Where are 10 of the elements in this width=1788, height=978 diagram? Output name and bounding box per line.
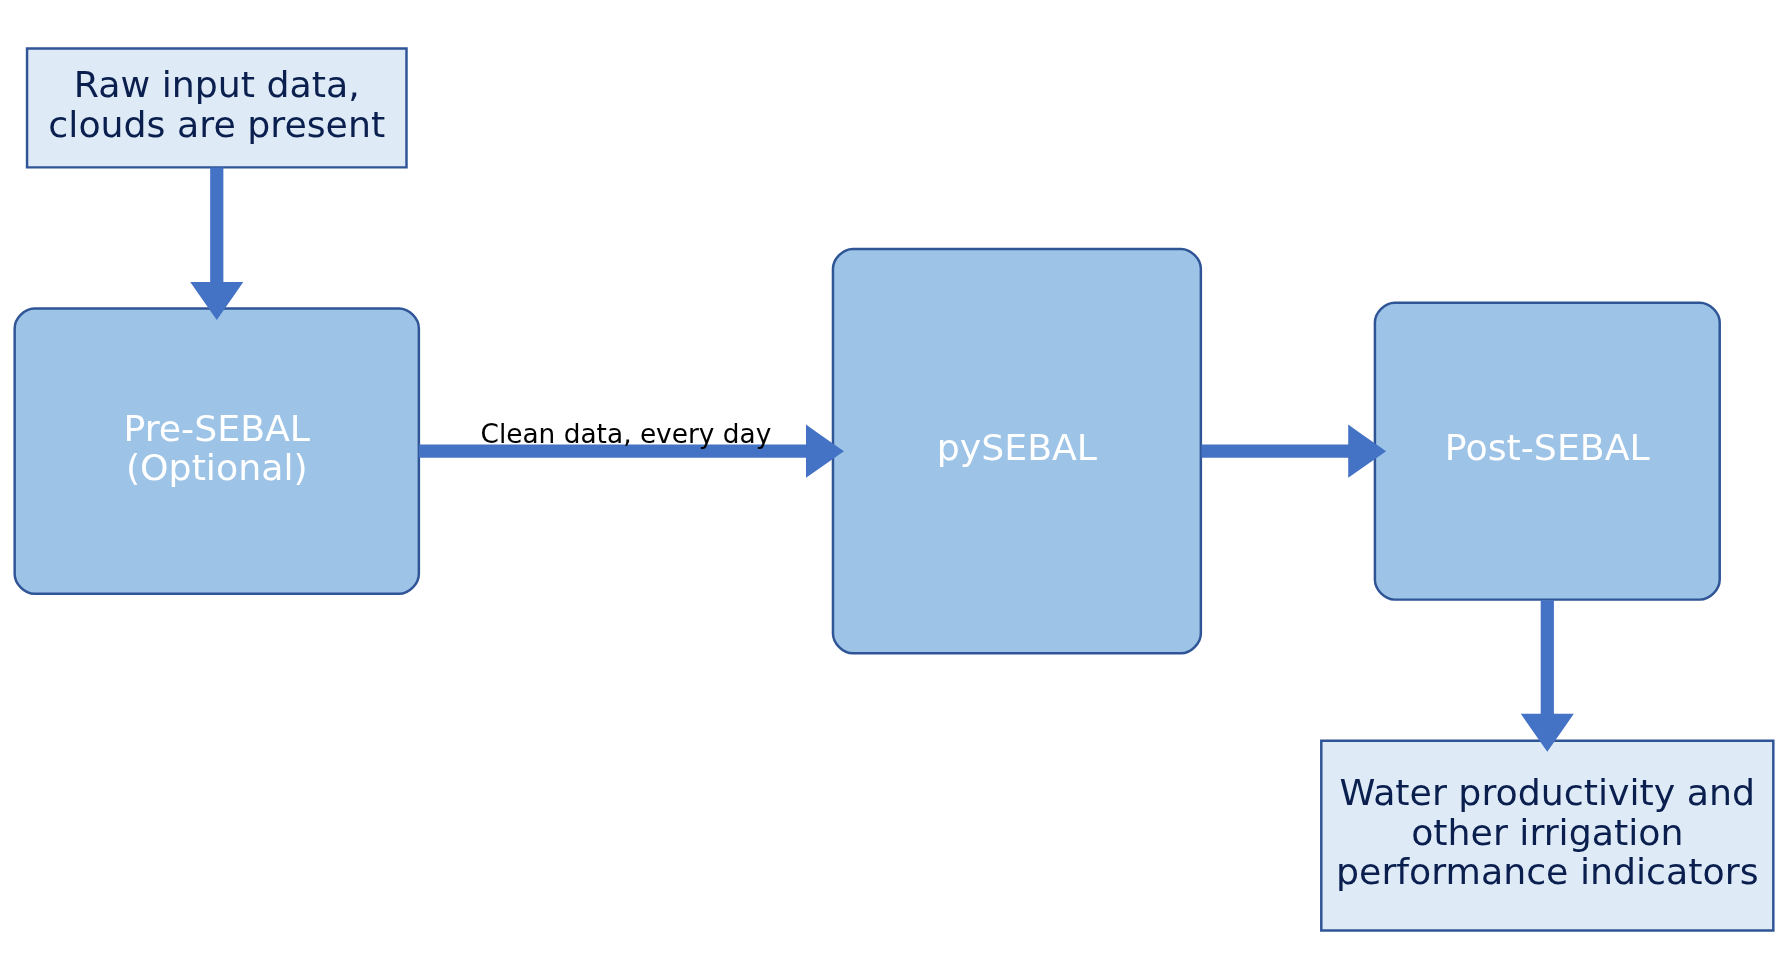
arrow — [419, 424, 844, 478]
arrow — [190, 167, 244, 320]
node-box: Water productivity and other irrigation performance indicators — [1320, 738, 1775, 932]
node-box: pySEBAL — [831, 247, 1203, 654]
edge-label: Clean data, every day — [480, 418, 772, 449]
node-box: Pre-SEBAL (Optional) — [13, 306, 421, 595]
node-box: Raw input data, clouds are present — [25, 46, 408, 169]
node-box: Post-SEBAL — [1373, 300, 1721, 601]
arrow — [1520, 599, 1574, 752]
arrow — [1201, 424, 1387, 478]
